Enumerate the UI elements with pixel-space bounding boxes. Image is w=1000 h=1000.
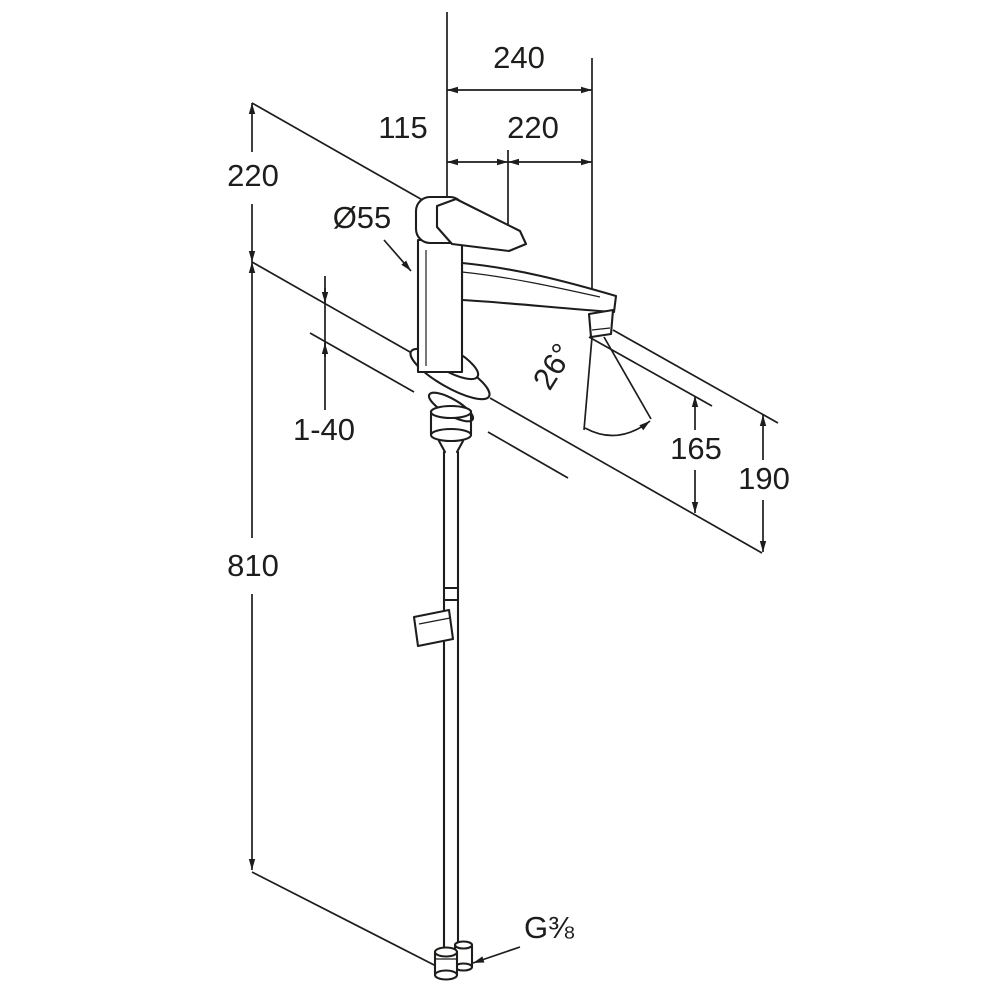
- connector-rear-top: [453, 940, 474, 950]
- dimension-label-810: 810: [227, 548, 279, 583]
- dimension-label-190: 190: [738, 461, 790, 496]
- handle-lever: [435, 197, 528, 253]
- connector-front-fill: [435, 952, 457, 975]
- dimension-label-115: 115: [378, 110, 427, 145]
- deck-bottom-line-right: [487, 431, 569, 479]
- angle-line-right: [603, 336, 652, 420]
- dimension-label-angle: 26°: [526, 337, 581, 395]
- mounting-nut-bottom: [429, 427, 473, 443]
- spout-ridge-line: [461, 271, 601, 298]
- connector-front-top: [433, 946, 459, 958]
- dimension-label-diameter: Ø55: [333, 200, 392, 235]
- ext-line-outlet-sloped: [588, 336, 713, 407]
- pipe-clamp: [412, 608, 455, 648]
- dimension-label-thread: G⅜: [524, 910, 574, 945]
- shank-taper: [437, 439, 465, 454]
- faucet-body: [416, 238, 464, 374]
- ext-line-spout-top-sloped: [612, 329, 779, 424]
- mounting-nut-top: [429, 404, 473, 420]
- aerator-line: [591, 327, 611, 331]
- dimension-label-165: 165: [670, 431, 722, 466]
- connector-rear-fill: [455, 945, 472, 967]
- angle-line-left: [583, 336, 593, 431]
- connector-front-sides: [433, 950, 459, 977]
- ext-line-handle-top-sloped: [251, 102, 434, 207]
- pipe-clamp-inner-line: [418, 617, 451, 625]
- angle-arc: [584, 420, 651, 437]
- dimension-label-220-top: 220: [507, 110, 559, 145]
- dimension-label-1-40: 1-40: [293, 412, 355, 447]
- deck-top-line-right: [489, 397, 763, 554]
- deck-bottom-line-left: [309, 332, 415, 393]
- ext-line-pipe-bottom-sloped: [251, 871, 441, 969]
- spout-outlet: [587, 308, 615, 339]
- spout: [460, 261, 618, 314]
- dimension-label-240: 240: [493, 40, 545, 75]
- mounting-nut-sides: [429, 409, 473, 437]
- leader-thread: [472, 946, 521, 964]
- supply-pipe: [442, 450, 460, 952]
- faucet-drawing: [409, 195, 618, 981]
- pipe-joint-ticks: [442, 586, 460, 602]
- connector-front-bottom: [433, 969, 459, 981]
- deck-top-line-left: [251, 261, 411, 353]
- leader-diameter: [383, 239, 412, 272]
- dimension-label-220-left: 220: [227, 158, 279, 193]
- dimension-layer: [248, 12, 779, 969]
